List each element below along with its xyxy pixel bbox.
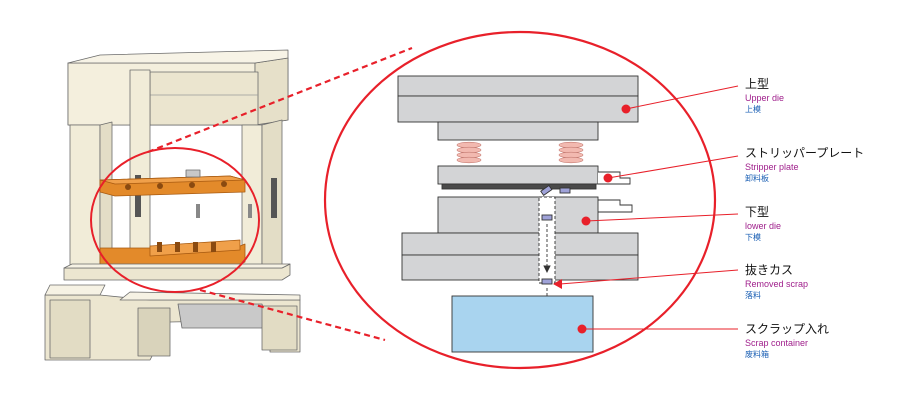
spring-right (558, 141, 584, 164)
label-upper-die: 上型 Upper die 上模 (745, 78, 784, 114)
leader-dot-stripper-plate (603, 173, 613, 183)
label-upper-die-en: Upper die (745, 93, 785, 103)
upper-die-body (397, 95, 639, 123)
upper-die-top (397, 75, 639, 97)
press-machine (44, 49, 301, 361)
scrap-container (451, 295, 594, 353)
label-removed-scrap-ja: 抜きカス (745, 263, 794, 277)
leader-lines (559, 85, 739, 330)
label-stripper-plate: ストリッパープレート Stripper plate 卸料板 (745, 147, 864, 183)
leader-dot-lower-die (581, 216, 591, 226)
leader-dot-scrap-container (577, 324, 587, 334)
scrap-piece-tilted (540, 184, 553, 196)
scrap-piece-bottom (541, 278, 553, 285)
label-lower-die-en: lower die (745, 221, 782, 231)
stripper-plate (437, 165, 599, 185)
connector-top (147, 46, 413, 154)
label-scrap-container-zh: 废料箱 (745, 350, 769, 359)
strip-feed-bottom (598, 199, 633, 213)
lower-die-body (401, 232, 639, 256)
label-stripper-plate-en: Stripper plate (745, 162, 799, 172)
spring-left (456, 141, 482, 164)
strip-material (441, 183, 597, 190)
label-upper-die-zh: 上模 (745, 105, 761, 114)
lower-die-insert (437, 196, 599, 234)
label-lower-die-ja: 下型 (745, 205, 770, 219)
label-removed-scrap-en: Removed scrap (745, 279, 809, 289)
label-scrap-container: スクラップ入れ Scrap container 废料箱 (745, 323, 829, 359)
focus-ellipse-small (90, 147, 260, 293)
scrap-piece-top (559, 187, 571, 194)
label-stripper-plate-zh: 卸料板 (745, 174, 769, 183)
label-upper-die-ja: 上型 (745, 77, 770, 91)
leader-dot-upper-die (621, 104, 631, 114)
scrap-flow-arrowhead (543, 265, 551, 274)
label-scrap-container-en: Scrap container (745, 338, 809, 348)
label-stripper-plate-ja: ストリッパープレート (745, 146, 865, 160)
label-lower-die: 下型 lower die 下模 (745, 206, 781, 242)
upper-die-punch (437, 121, 599, 141)
leader-arrow-removed-scrap (553, 279, 562, 289)
label-scrap-container-ja: スクラップ入れ (745, 322, 830, 336)
label-lower-die-zh: 下模 (745, 233, 761, 242)
label-removed-scrap: 抜きカス Removed scrap 落料 (745, 264, 808, 300)
label-removed-scrap-zh: 落料 (745, 291, 761, 300)
lower-die-base (401, 254, 639, 281)
scrap-piece-mid (541, 214, 553, 221)
connector-bottom (199, 288, 386, 342)
